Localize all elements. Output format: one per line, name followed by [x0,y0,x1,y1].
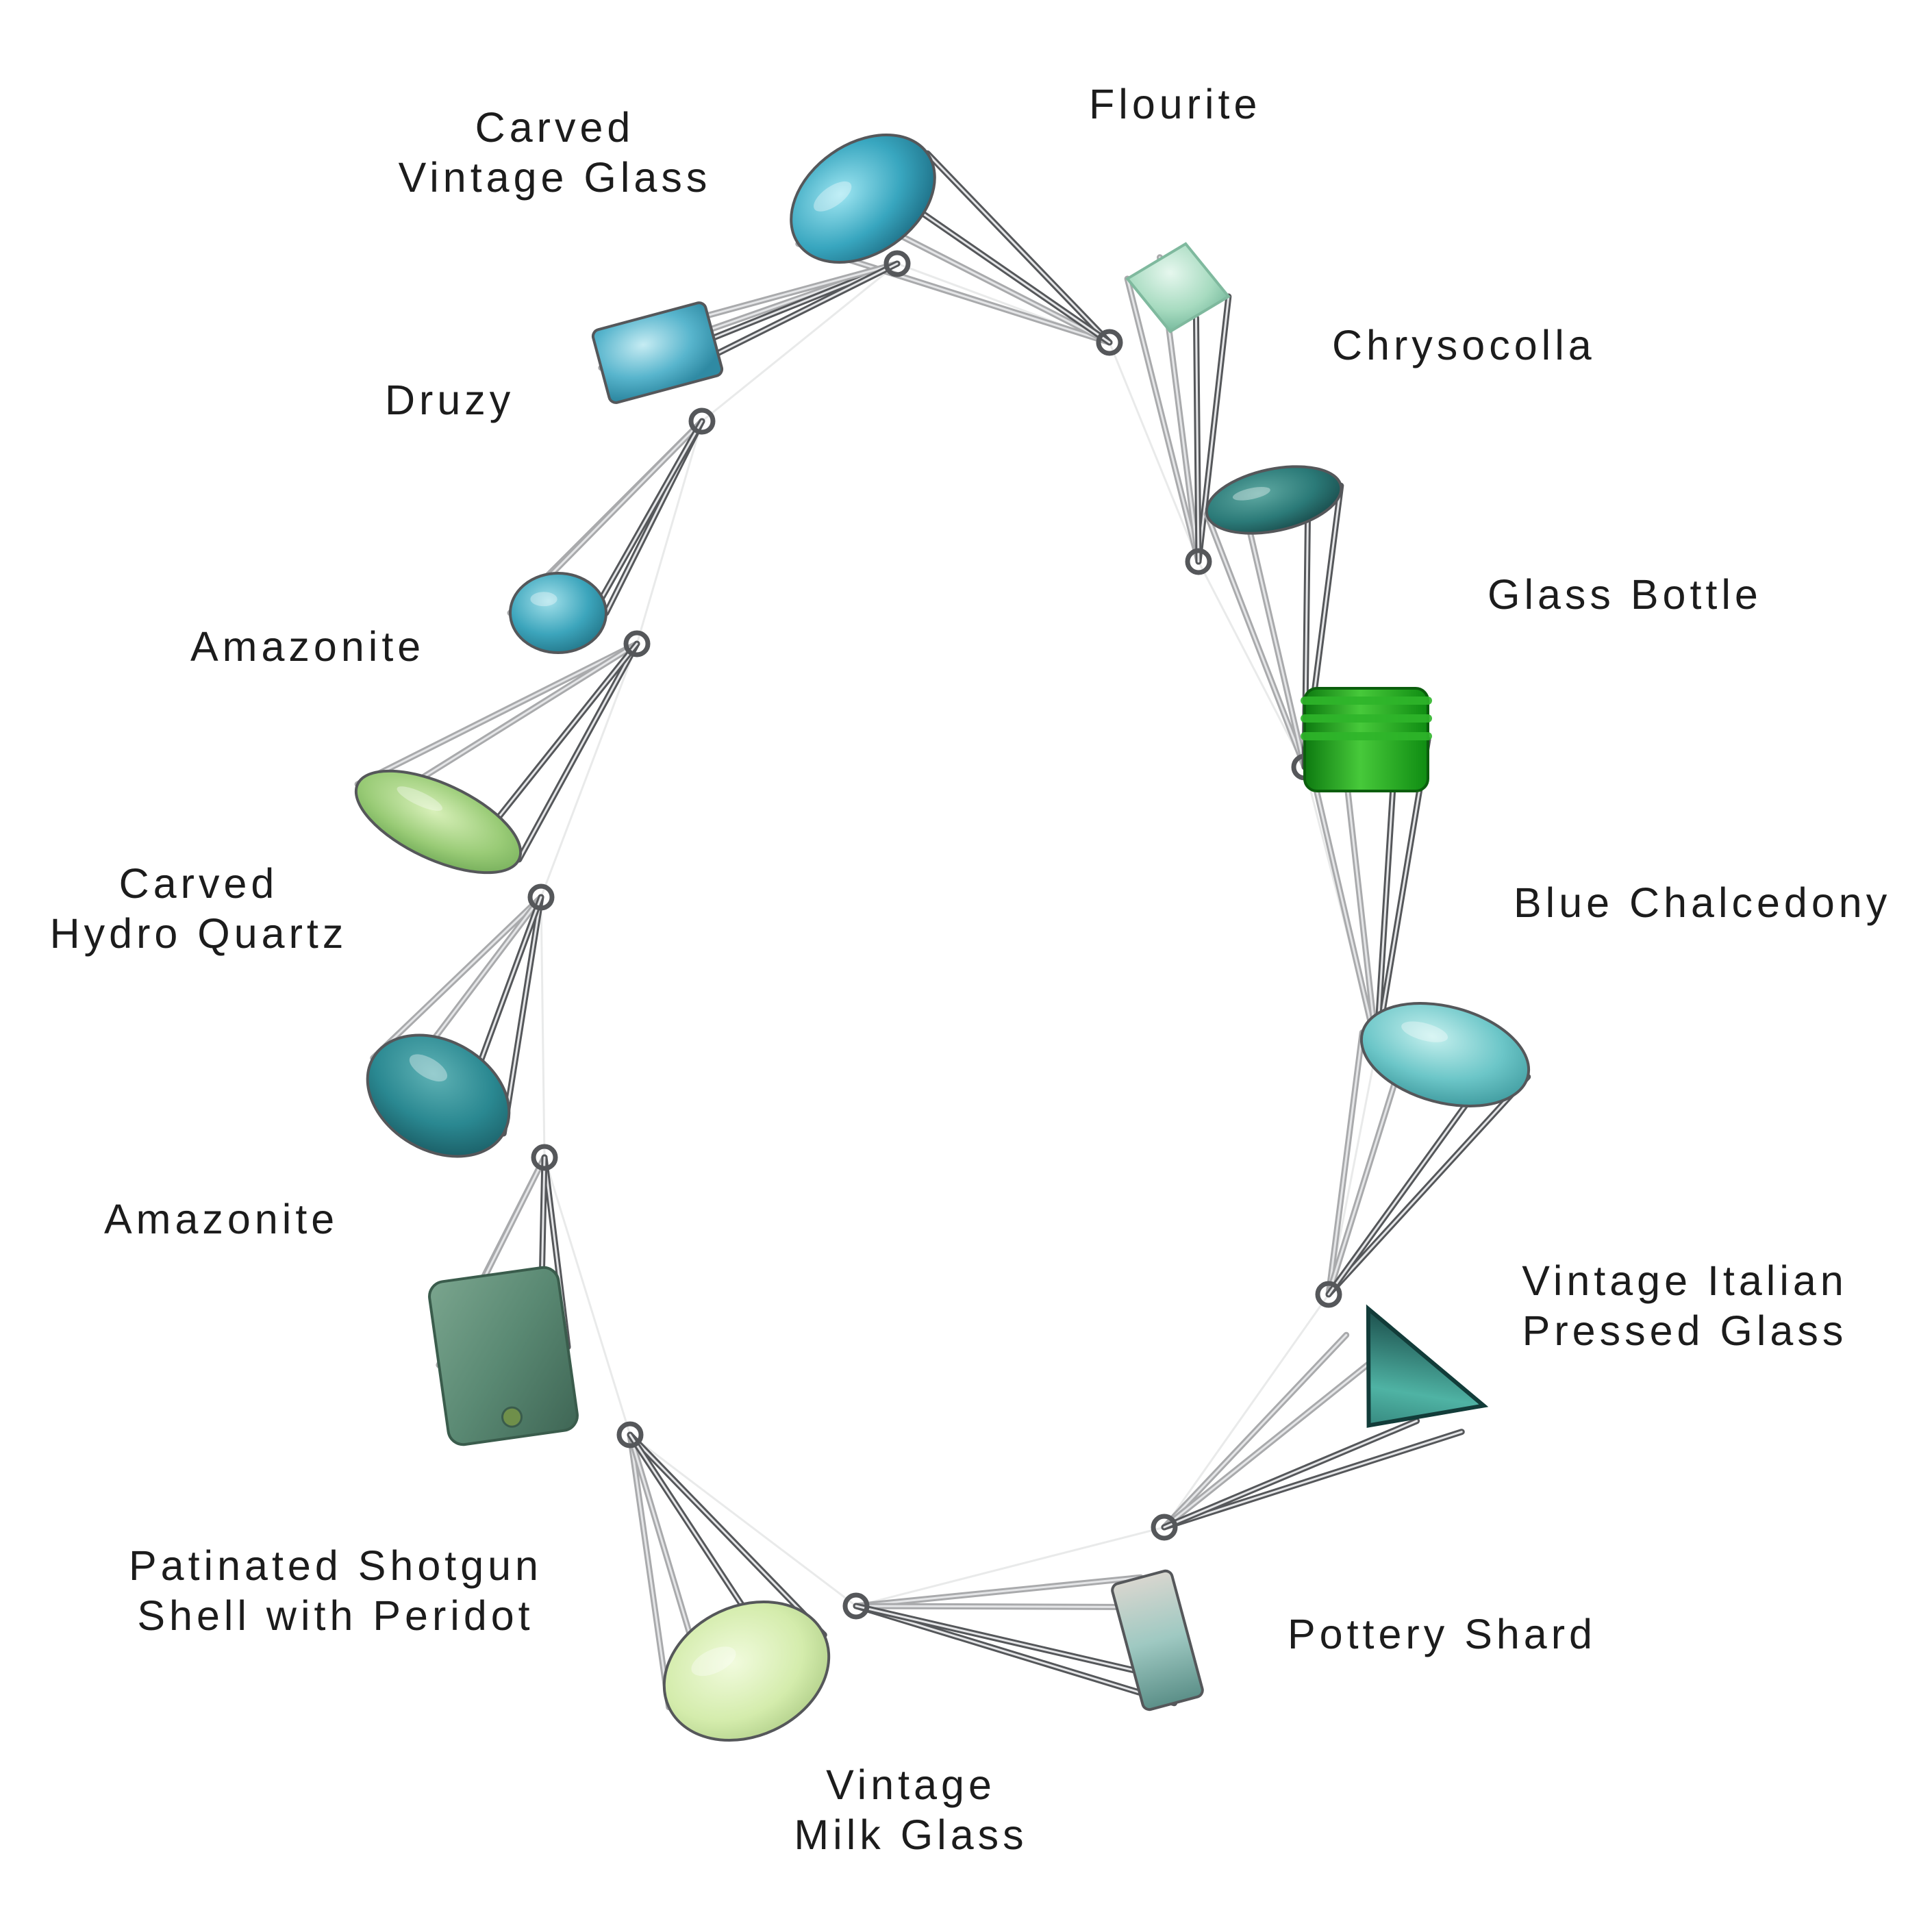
cage-wire-highlight [1327,1075,1529,1296]
stone-flourite [1125,242,1231,334]
cage-wire-highlight [909,204,1111,344]
cage-wire-highlight [424,896,542,1052]
stone-amazonite-lower [366,1033,511,1158]
stone-druzy [591,301,724,404]
stone-carved-hydro-quartz [354,769,523,875]
stone-highlight [409,1054,448,1082]
cage-wire-highlight [518,642,638,861]
stone-shape [1125,242,1231,334]
bottle-thread [1301,697,1432,705]
stone-shape [1111,1569,1204,1711]
stone-shape [366,1033,511,1158]
jump-ring [527,883,555,911]
stone-shape [591,301,724,404]
cage-wire-highlight [1327,1091,1476,1296]
label-carved-vintage-glass: Carved Vintage Glass [398,104,712,201]
cage-wire-highlight [536,420,703,590]
cage-wire-highlight [372,896,542,1059]
stone-shape [1359,1002,1531,1107]
jump-ring [1151,1514,1178,1541]
stone-vintage-milk-glass [662,1600,831,1742]
stone-carved-vintage-glass [790,134,936,264]
cage-wire-highlight [629,1433,697,1653]
jump-ring [688,407,716,435]
bottle-thread [1301,714,1432,723]
stone-blue-chalcedony [1359,1002,1531,1107]
cage-pottery-shard [842,1574,1178,1707]
stone-glass-bottle [1301,687,1432,792]
label-glass-bottle: Glass Bottle [1488,571,1762,618]
cage-wire-highlight [356,642,638,786]
cage-wire-highlight [1126,277,1200,563]
bottle-thread [1301,732,1432,740]
stone-vintage-italian-pressed-glass [1366,1304,1489,1428]
stone-highlight [814,181,852,212]
jump-ring [623,630,651,657]
stone-shape [662,1600,831,1742]
cage-wire-highlight [502,896,542,1135]
stone-highlight [397,786,443,811]
jump-ring [1185,548,1212,575]
cage-vintage-italian-pressed-glass [1151,1331,1465,1541]
jump-ring [1096,329,1123,356]
label-pottery-shard: Pottery Shard [1288,1611,1596,1657]
stone-highlight [691,1646,736,1677]
cage-wire-highlight [1163,1344,1392,1529]
label-flourite: Flourite [1089,81,1262,127]
stone-chrysocolla [1205,465,1343,535]
label-amazonite-upper: Amazonite [190,623,425,670]
stone-patinated-shotgun-shell [428,1266,579,1446]
jump-ring [616,1421,644,1448]
cage-wire-highlight [687,262,899,369]
stone-pottery-shard [1111,1569,1204,1711]
cage-wire-highlight [926,152,1111,344]
cage-wire-highlight [1197,295,1230,563]
label-carved-hydro-quartz: Carved Hydro Quartz [49,860,348,957]
chain-path [540,262,1378,1607]
jump-ring [842,1592,870,1620]
label-blue-chalcedony: Blue Chalcedony [1514,879,1892,926]
label-chrysocolla: Chrysocolla [1332,322,1596,368]
stone-shape [1205,465,1343,535]
stone-shape [509,572,607,654]
label-amazonite-lower: Amazonite [104,1196,339,1242]
cage-wire-highlight [629,1433,670,1709]
jump-ring [1315,1281,1342,1308]
cage-wire-highlight [1327,1031,1364,1296]
cage-wire-highlight [1163,1420,1418,1529]
stone-shape [790,134,936,264]
stone-highlight [1401,1021,1448,1042]
stone-amazonite-upper [509,572,607,654]
label-patinated-shotgun-shell: Patinated Shotgun Shell with Peridot [129,1542,542,1639]
jump-ring [883,250,911,277]
label-vintage-milk-glass: Vintage Milk Glass [794,1761,1028,1858]
label-druzy: Druzy [385,377,515,423]
peridot [501,1406,523,1428]
cage-wire-highlight [1163,1431,1463,1529]
cage-wire-highlight [1375,769,1395,1049]
cage-wire-highlight [855,1576,1142,1607]
jump-ring [531,1144,558,1171]
stone-shape [428,1266,579,1446]
cage-wire-highlight [855,1605,1176,1705]
label-vintage-italian-pressed-glass: Vintage Italian Pressed Glass [1522,1257,1848,1354]
stone-shape [1366,1304,1489,1428]
cage-flourite [1124,254,1232,575]
cage-wire-highlight [855,1605,1149,1674]
stone-highlight [1232,486,1270,501]
cage-wire-highlight [1205,513,1306,768]
stone-highlight [530,592,557,607]
cage-wire-highlight [410,642,638,786]
stone-shape [354,769,523,875]
cage-wire-highlight [1163,1333,1348,1529]
cage-wire-highlight [629,1433,825,1636]
cage-wire-highlight [1194,316,1200,563]
